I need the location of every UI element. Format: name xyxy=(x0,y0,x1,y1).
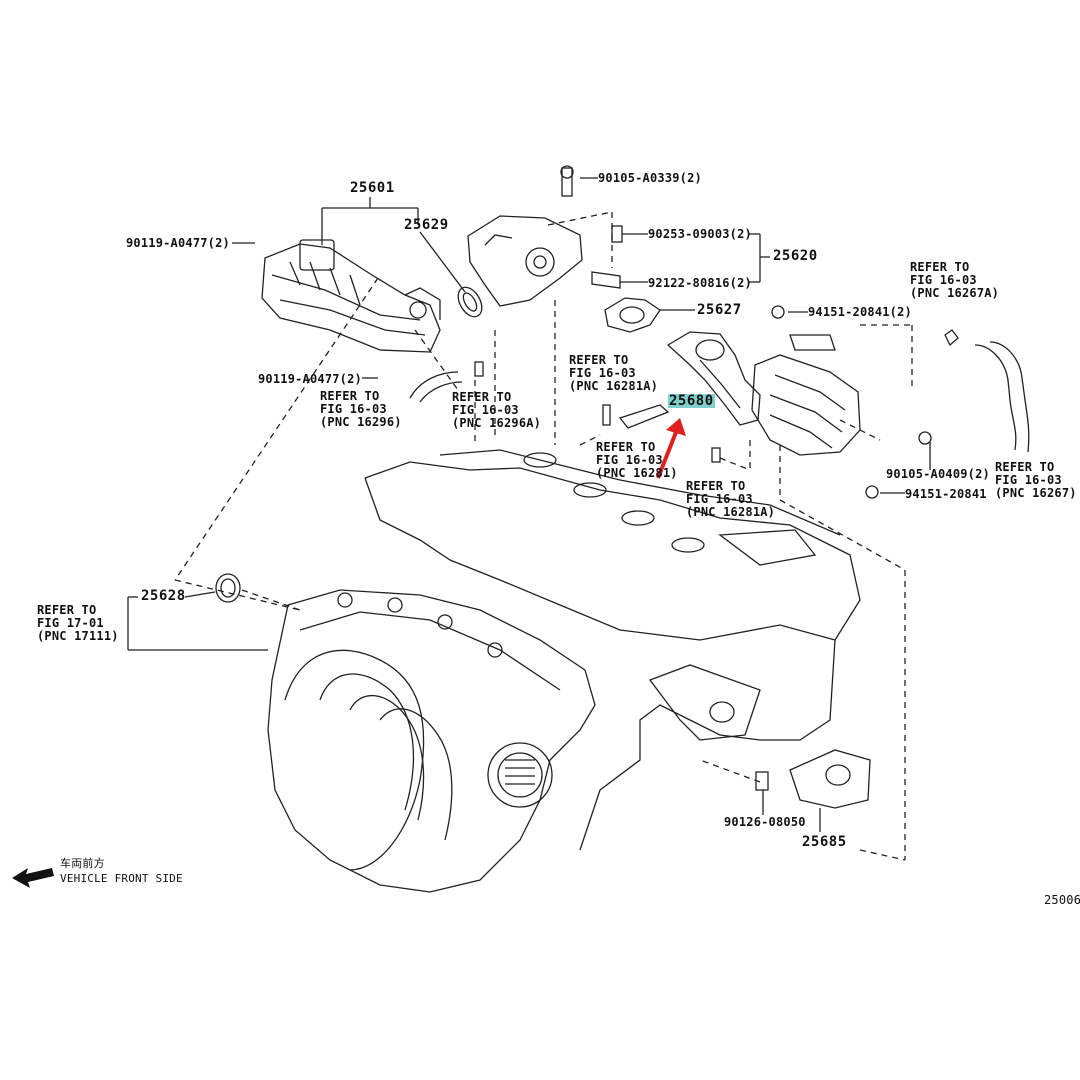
part-25627-label: 25627 xyxy=(697,302,742,318)
hoses-right xyxy=(944,329,1030,453)
nut-94151-20841-bottom-label: 94151-20841 xyxy=(905,487,987,501)
egr-cooler xyxy=(261,239,441,353)
egr-pipe-25680 xyxy=(666,331,761,426)
refer-line: FIG 17-01 xyxy=(37,616,104,630)
egr-cooler-block xyxy=(751,305,932,499)
refer-line: (PNC 16267A) xyxy=(910,286,1000,300)
refer-17111: REFER TO FIG 17-01 (PNC 17111) xyxy=(37,604,119,643)
refer-line: (PNC 17111) xyxy=(37,629,119,643)
refer-line: FIG 16-03 xyxy=(320,402,387,416)
refer-16281: REFER TO FIG 16-03 (PNC 16281) xyxy=(596,441,678,480)
refer-line: (PNC 16267) xyxy=(995,486,1077,500)
bolt-92122-80816-label: 92122-80816(2) xyxy=(648,276,752,290)
gasket-25627 xyxy=(604,297,661,333)
bolt-90253-09003-label: 90253-09003(2) xyxy=(648,227,752,241)
refer-line: REFER TO xyxy=(596,440,656,454)
bolt-90105-a0409-label: 90105-A0409(2) xyxy=(886,467,990,481)
refer-line: REFER TO xyxy=(452,390,512,404)
egr-valve xyxy=(467,165,623,307)
gasket-25629 xyxy=(457,286,483,318)
refer-16267a: REFER TO FIG 16-03 (PNC 16267A) xyxy=(910,261,999,300)
front-direction-arrow xyxy=(12,868,54,888)
vehicle-front-label-en: VEHICLE FRONT SIDE xyxy=(60,872,183,885)
refer-line: REFER TO xyxy=(569,353,629,367)
bolt-90119-a0477-bottom-label: 90119-A0477(2) xyxy=(258,372,362,386)
highlight-arrow xyxy=(656,418,686,479)
leader-lines xyxy=(127,177,931,832)
part-25680-label: 25680 xyxy=(668,393,715,409)
part-25620-label: 25620 xyxy=(773,248,818,264)
refer-line: FIG 16-03 xyxy=(910,273,977,287)
stud-90126-08050-label: 90126-08050 xyxy=(724,815,806,829)
refer-line: FIG 16-03 xyxy=(995,473,1062,487)
part-25629-label: 25629 xyxy=(404,217,449,233)
engine-head xyxy=(364,449,871,851)
refer-line: (PNC 16281) xyxy=(596,466,678,480)
refer-line: REFER TO xyxy=(910,260,970,274)
refer-line: FIG 16-03 xyxy=(569,366,636,380)
refer-line: REFER TO xyxy=(37,603,97,617)
refer-line: FIG 16-03 xyxy=(686,492,753,506)
bolt-90119-a0477-top-label: 90119-A0477(2) xyxy=(126,236,230,250)
nut-94151-20841-top-label: 94151-20841(2) xyxy=(808,305,912,319)
vehicle-front-label-cn: 车両前方 xyxy=(60,857,105,870)
refer-line: FIG 16-03 xyxy=(452,403,519,417)
refer-line: (PNC 16296A) xyxy=(452,416,542,430)
intake-manifold xyxy=(215,573,596,893)
refer-16296a: REFER TO FIG 16-03 (PNC 16296A) xyxy=(452,391,541,430)
part-25685-label: 25685 xyxy=(802,834,847,850)
refer-16281a-top: REFER TO FIG 16-03 (PNC 16281A) xyxy=(569,354,658,393)
refer-line: REFER TO xyxy=(995,460,1055,474)
refer-line: REFER TO xyxy=(686,479,746,493)
dashed-guides xyxy=(174,211,913,861)
refer-line: REFER TO xyxy=(320,389,380,403)
bolt-90105-a0339-label: 90105-A0339(2) xyxy=(598,171,702,185)
refer-16296: REFER TO FIG 16-03 (PNC 16296) xyxy=(320,390,402,429)
part-25628-label: 25628 xyxy=(141,588,186,604)
hoses-center xyxy=(409,361,721,463)
refer-line: (PNC 16281A) xyxy=(686,505,776,519)
refer-line: FIG 16-03 xyxy=(596,453,663,467)
refer-line: (PNC 16281A) xyxy=(569,379,659,393)
refer-16267: REFER TO FIG 16-03 (PNC 16267) xyxy=(995,461,1077,500)
refer-16281a-bottom: REFER TO FIG 16-03 (PNC 16281A) xyxy=(686,480,775,519)
part-25601-label: 25601 xyxy=(350,180,395,196)
figure-code: 25006 xyxy=(1044,893,1080,907)
refer-line: (PNC 16296) xyxy=(320,415,402,429)
